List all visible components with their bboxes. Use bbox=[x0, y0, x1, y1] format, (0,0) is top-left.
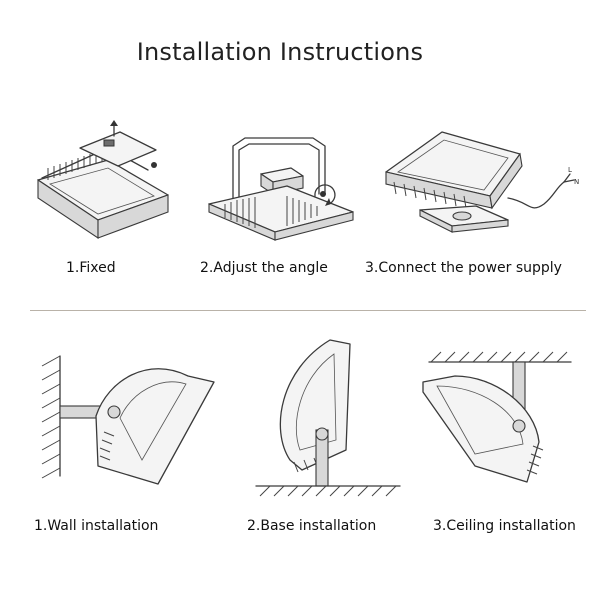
wire-l-label: L bbox=[568, 166, 572, 174]
page-title: Installation Instructions bbox=[136, 38, 424, 66]
fixed-illustration bbox=[28, 120, 178, 250]
ceiling-installation-label: 3.Ceiling installation bbox=[433, 518, 576, 534]
adjust-angle-illustration bbox=[203, 132, 358, 242]
step-adjust-label: 2.Adjust the angle bbox=[200, 260, 328, 276]
wire-n-label: N bbox=[574, 178, 579, 186]
step-fixed-label: 1.Fixed bbox=[66, 260, 116, 276]
base-installation-illustration bbox=[250, 330, 410, 500]
step-power-label: 3.Connect the power supply bbox=[365, 260, 562, 276]
base-installation-label: 2.Base installation bbox=[247, 518, 377, 534]
power-supply-illustration: L N bbox=[380, 128, 580, 238]
section-divider bbox=[30, 310, 586, 311]
wall-installation-label: 1.Wall installation bbox=[34, 518, 159, 534]
wall-installation-illustration bbox=[38, 336, 218, 486]
ceiling-installation-illustration bbox=[415, 346, 575, 486]
